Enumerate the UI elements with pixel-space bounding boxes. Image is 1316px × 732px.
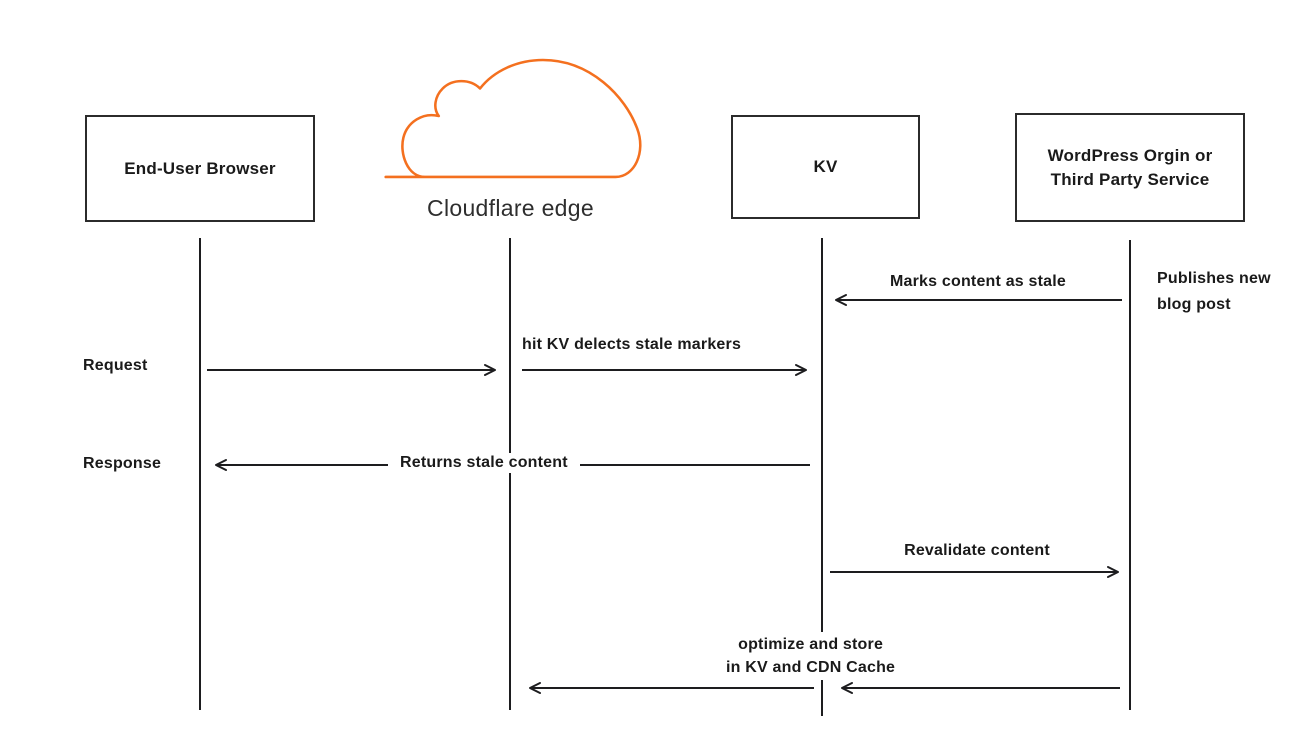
actor-box-end-user-browser: End-User Browser <box>85 115 315 222</box>
label-publishes-new-blog-post: Publishes new blog post <box>1157 270 1271 313</box>
label-revalidate: Revalidate content <box>904 542 1050 559</box>
actor-label-browser: End-User Browser <box>124 158 276 178</box>
label-optimize-store: optimize and store in KV and CDN Cache <box>714 632 908 680</box>
label-returns-stale: Returns stale content <box>388 453 580 473</box>
label-response: Response <box>83 455 162 472</box>
actor-label-kv: KV <box>813 157 838 177</box>
actor-box-kv: KV <box>731 115 920 219</box>
actor-label-origin-line1: WordPress Orgin or <box>1047 145 1213 165</box>
actor-box-wordpress-origin: WordPress Orgin or Third Party Service <box>1015 113 1245 222</box>
label-marks-content-stale: Marks content as stale <box>889 273 1067 290</box>
label-hit-kv: hit KV delects stale markers <box>522 336 742 353</box>
label-request: Request <box>83 357 148 374</box>
cloudflare-cloud-icon <box>384 58 642 179</box>
actor-label-origin-line2: Third Party Service <box>1050 169 1210 189</box>
cloudflare-edge-label: Cloudflare edge <box>427 195 594 221</box>
